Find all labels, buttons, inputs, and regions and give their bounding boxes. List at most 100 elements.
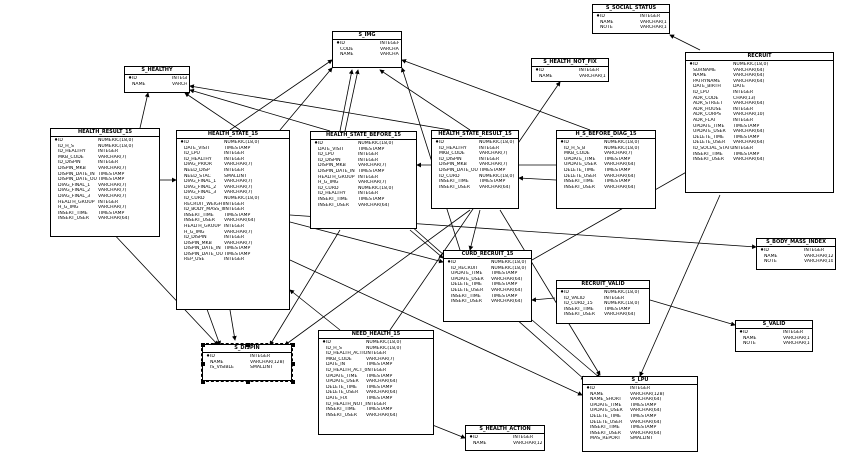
resize-handle[interactable] bbox=[201, 361, 205, 366]
resize-handle[interactable] bbox=[291, 343, 295, 347]
resize-handle[interactable] bbox=[201, 380, 205, 384]
resize-handle[interactable] bbox=[291, 361, 295, 366]
resize-handle[interactable] bbox=[201, 343, 205, 347]
entity-s-social-status[interactable]: S_SOCIAL_STATUS♦IDINTEGERNAMEVARCHAR(128… bbox=[592, 4, 670, 34]
entity-s-health-action[interactable]: S_HEALTH_ACTION♦IDINTEGERNAMEVARCHAR(128… bbox=[465, 425, 545, 451]
resize-handle[interactable] bbox=[246, 380, 250, 384]
resize-handle[interactable] bbox=[291, 380, 295, 384]
field-row[interactable]: ID_BODY_MASS_INDEXINTEGER bbox=[180, 207, 287, 213]
field-row[interactable]: ID_HEALTH_ACTIONINTEGER bbox=[322, 351, 431, 357]
